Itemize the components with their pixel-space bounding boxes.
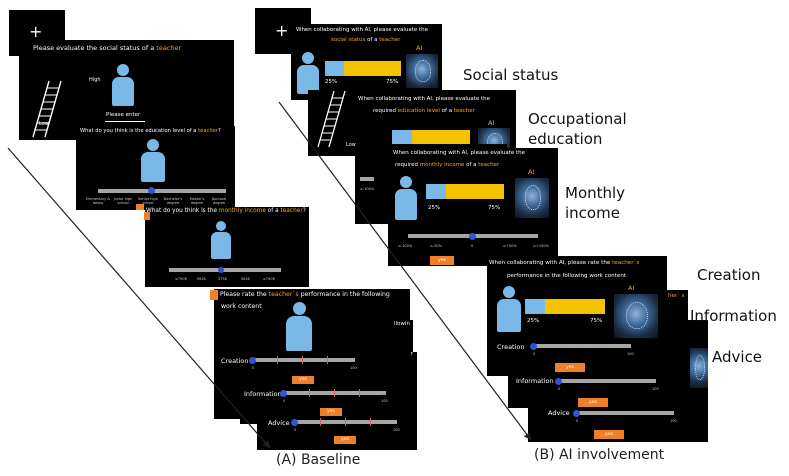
baseline-timeline-arrow bbox=[8, 148, 270, 448]
ai-timeline-arrow bbox=[279, 102, 531, 440]
caption-ai-involvement: (B) AI involvement bbox=[534, 447, 664, 463]
caption-baseline: (A) Baseline bbox=[276, 452, 360, 468]
